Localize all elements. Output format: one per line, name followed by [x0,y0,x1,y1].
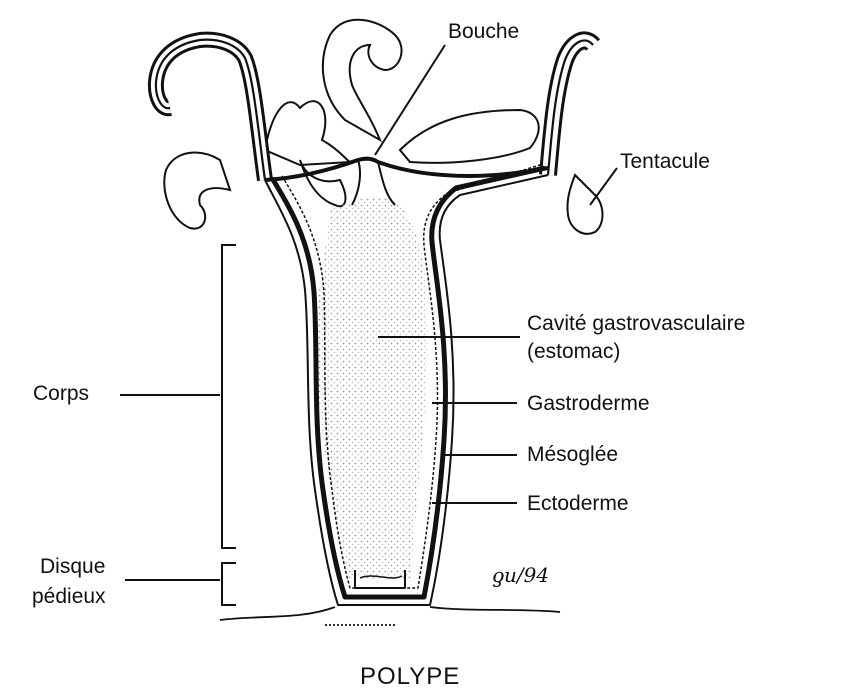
brackets [222,245,236,605]
label-disque-line1: Disque [40,555,105,579]
label-mesoglee: Mésoglée [527,443,618,467]
artist-signature: ƍu/94 [492,563,549,587]
label-corps: Corps [33,382,89,406]
right-tentacle [548,40,593,175]
label-tentacule: Tentacule [620,150,710,174]
label-gastroderme: Gastroderme [527,392,650,416]
disque-bracket [222,563,236,605]
gastrovascular-cavity [317,198,428,580]
label-cavite-line2: (estomac) [527,340,620,364]
label-disque-line2: pédieux [32,585,106,609]
substrate [220,607,560,625]
label-cavite-line1: Cavité gastrovasculaire [527,312,745,336]
label-ectoderme: Ectoderme [527,492,629,516]
diagram-title: POLYPE [360,665,460,689]
corps-bracket [222,245,236,548]
tentacule-leader [590,168,617,205]
label-bouche: Bouche [448,20,519,44]
